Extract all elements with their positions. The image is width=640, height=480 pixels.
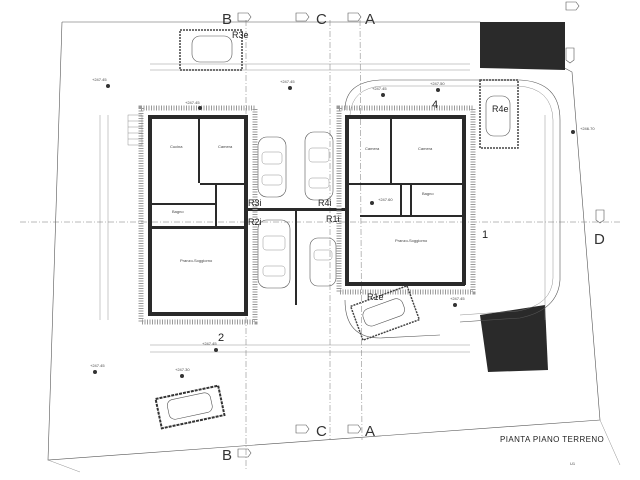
room-notes: Cucina Camera Bagno Pranzo-Soggiorno Cam… — [170, 144, 434, 263]
svg-text:Bagno: Bagno — [422, 191, 434, 196]
elev-right: +246.70 — [580, 126, 595, 131]
driveway-bottom — [344, 299, 441, 339]
svg-text:Pranzo-Soggiorno: Pranzo-Soggiorno — [395, 238, 428, 243]
section-arrow-icon — [595, 209, 605, 224]
stairs-left — [127, 114, 143, 146]
section-arrow-icon — [295, 12, 310, 22]
section-c-top: C — [316, 11, 327, 28]
unit-labels: R3i R4i R2i R1i R1e R4e R3e — [232, 30, 509, 302]
elev-bot1: +247.45 — [202, 341, 217, 346]
car-r4i — [304, 131, 334, 201]
svg-text:Pranzo-Soggiorno: Pranzo-Soggiorno — [180, 258, 213, 263]
car-r2i — [257, 219, 291, 289]
car-r3e — [179, 29, 243, 71]
elev-mid: +247.60 — [378, 197, 393, 202]
drawing-title: PIANTA PIANO TERRENO — [500, 435, 604, 444]
section-arrow-icon — [295, 424, 310, 434]
section-b-top: B — [222, 11, 232, 28]
section-d: D — [594, 231, 605, 248]
unit-r1i: R1i — [326, 214, 340, 224]
entrance-4: 4 — [432, 99, 438, 111]
entrance-1: 1 — [482, 229, 488, 241]
section-a-bottom: A — [365, 423, 375, 440]
perimeter-hatch — [138, 105, 476, 325]
section-c-bottom: C — [316, 423, 327, 440]
section-b-bottom: B — [222, 447, 232, 464]
corner-hatch-top-right — [480, 22, 565, 70]
corner-hatch-bottom-right — [480, 305, 548, 372]
section-axes — [20, 19, 620, 470]
driveway-right — [344, 79, 561, 323]
svg-text:Camera: Camera — [365, 146, 380, 151]
unit-r4e: R4e — [492, 104, 509, 114]
unit-r2i: R2i — [248, 217, 262, 227]
section-arrow-icon — [347, 12, 362, 22]
car-r1i — [309, 237, 337, 287]
car-r4e — [479, 79, 519, 149]
svg-text:Camera: Camera — [418, 146, 433, 151]
car-r1e — [349, 284, 421, 342]
entrance-2: 2 — [218, 332, 224, 344]
car-bottom-left — [154, 384, 226, 430]
unit-r3i: R3i — [248, 198, 262, 208]
elev-top4: +247.50 — [430, 81, 445, 86]
elevation-marks: +247.45 +247.45 +247.45 +247.50 +247.45 … — [90, 77, 595, 378]
section-arrow-icon — [347, 424, 362, 434]
elev-bot2: +247.45 — [90, 363, 105, 368]
section-arrow-icon — [237, 12, 252, 22]
elev-top3: +247.45 — [372, 86, 387, 91]
unit-r4i: R4i — [318, 198, 332, 208]
corner-mark: U1 — [570, 461, 576, 466]
elev-bot4: +247.45 — [450, 296, 465, 301]
svg-text:Cucina: Cucina — [170, 144, 183, 149]
unit-r1e: R1e — [367, 292, 384, 302]
section-arrow-icon — [237, 448, 252, 458]
svg-text:Camera: Camera — [218, 144, 233, 149]
dimension-lines — [99, 63, 546, 353]
section-arrow-icon — [565, 47, 575, 64]
section-arrow-icon — [565, 1, 580, 11]
section-markers: B C A C A B D — [222, 1, 605, 464]
elev-bot3: +247.30 — [175, 367, 190, 372]
elev-top1: +247.45 — [92, 77, 107, 82]
car-r3i — [257, 136, 287, 198]
elev-left: +247.45 — [185, 100, 200, 105]
unit-r3e: R3e — [232, 30, 249, 40]
svg-text:Bagno: Bagno — [172, 209, 184, 214]
elev-top2: +247.45 — [280, 79, 295, 84]
building-walls — [148, 115, 466, 316]
section-a-top: A — [365, 11, 375, 28]
lot-boundary — [47, 21, 621, 473]
